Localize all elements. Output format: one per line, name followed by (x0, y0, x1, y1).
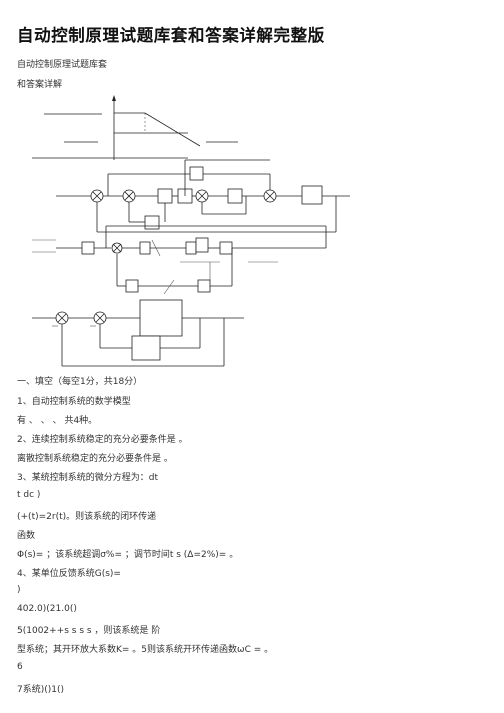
body-line-3: 2、连续控制系统稳定的充分必要条件是 。 (17, 435, 188, 445)
block-h2 (125, 279, 139, 293)
block-g4 (301, 185, 323, 205)
diagram-block-2 (32, 225, 327, 295)
block-g1 (157, 188, 173, 204)
body-line-15: 6 (17, 662, 23, 672)
diagram-characteristic-plot (32, 95, 238, 160)
diagram-block-1 (56, 159, 350, 233)
section-heading: 一、填空（每空1分，共18分） (17, 377, 143, 387)
block-sampler-input (81, 241, 95, 255)
body-line-8: 函数 (17, 531, 36, 541)
block-g3 (227, 188, 243, 204)
body-line-9: Φ(s)= ；该系统超调σ%= ；调节时间t s (Δ=2%)= 。 (17, 550, 239, 560)
body-line-10: 4、某单位反馈系统G(s)= (17, 569, 121, 579)
block-d3 (195, 237, 209, 253)
block-d1 (139, 241, 151, 255)
body-line-16: 7系统)()1() (17, 685, 65, 695)
body-line-2: 有 、 、 、 共4种。 (17, 416, 98, 426)
block-plant (139, 299, 183, 337)
block-feedback (131, 335, 161, 361)
diagram-area (32, 95, 350, 367)
body-line-6: t dc ) (17, 490, 41, 500)
plot-axis-arrow (112, 95, 116, 101)
plot-slope-segment (144, 112, 201, 147)
body-line-13: 5(1002++s s s s ，则该系统是 阶 (17, 626, 161, 636)
subtitle-line-2: 和答案详解 (17, 80, 63, 90)
body-line-1: 1、自动控制系统的数学模型 (17, 397, 131, 407)
block-d4 (219, 241, 233, 255)
subtitle-line-1: 自动控制原理试题库套 (17, 60, 108, 70)
sampler-switch-2 (163, 279, 175, 295)
document-title: 自动控制原理试题库套和答案详解完整版 (17, 26, 325, 45)
body-line-7: (+(t)=2r(t)。则该系统的闭环传递 (17, 512, 157, 522)
sampler-switch-1 (151, 239, 161, 257)
body-line-11: ) (17, 585, 21, 595)
block-h1 (144, 215, 160, 230)
body-line-5: 3、某统控制系统的微分方程为：dt (17, 473, 158, 483)
diagram-block-3 (32, 299, 244, 367)
block-h-feedforward (189, 166, 204, 181)
body-line-14: 型系统；其开环放大系数K= 。5则该系统开环传递函数ωC = 。 (17, 645, 274, 655)
body-line-4: 离散控制系统稳定的充分必要条件是 。 (17, 454, 173, 464)
block-d2 (185, 241, 197, 255)
block-h3 (197, 279, 211, 293)
body-line-12: 402.0)(21.0() (17, 604, 77, 614)
